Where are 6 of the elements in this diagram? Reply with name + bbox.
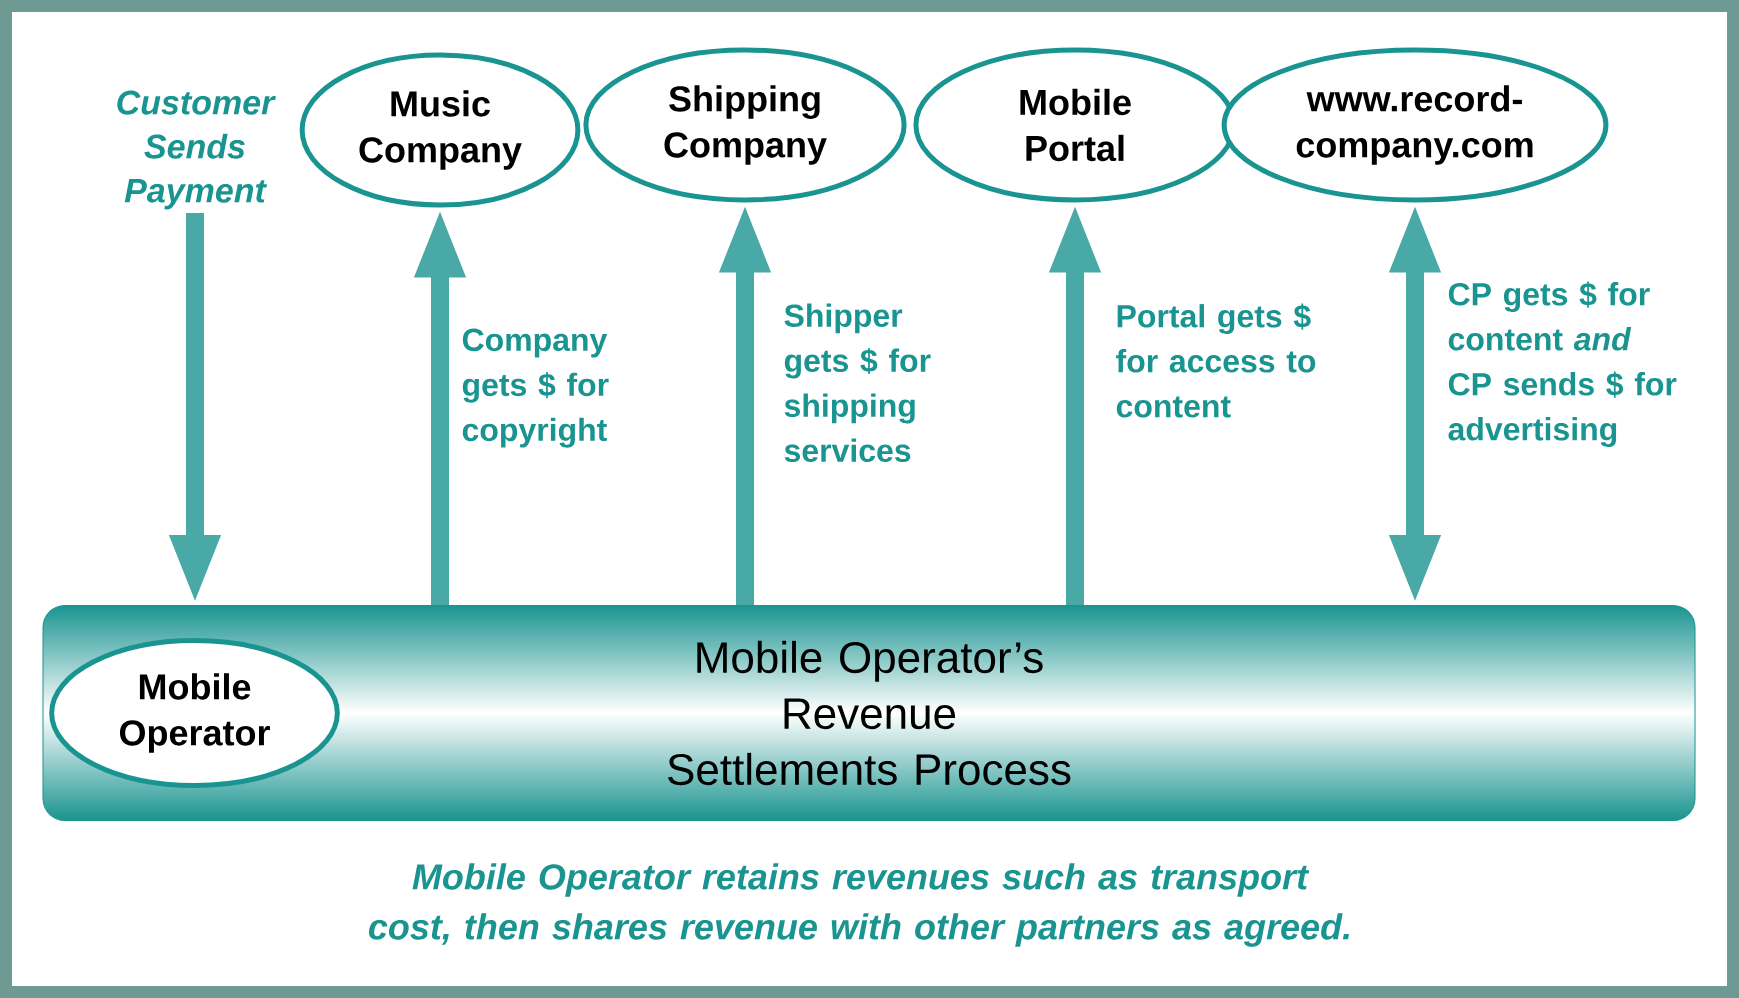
edge-label: Portal gets $ for access to content [1116,303,1316,418]
payment-label: Customer Sends Payment [117,90,276,210]
caption: Mobile Operator retains revenues such as transport cost, then shares revenue with other partners as agreed. [368,863,1349,947]
edge-label: CP gets $ for content and CP sends $ for advertising [1448,281,1677,448]
edge-label: Company gets $ for copyright [462,328,609,448]
edge-label: Shipper gets $ for shipping services [784,303,931,463]
